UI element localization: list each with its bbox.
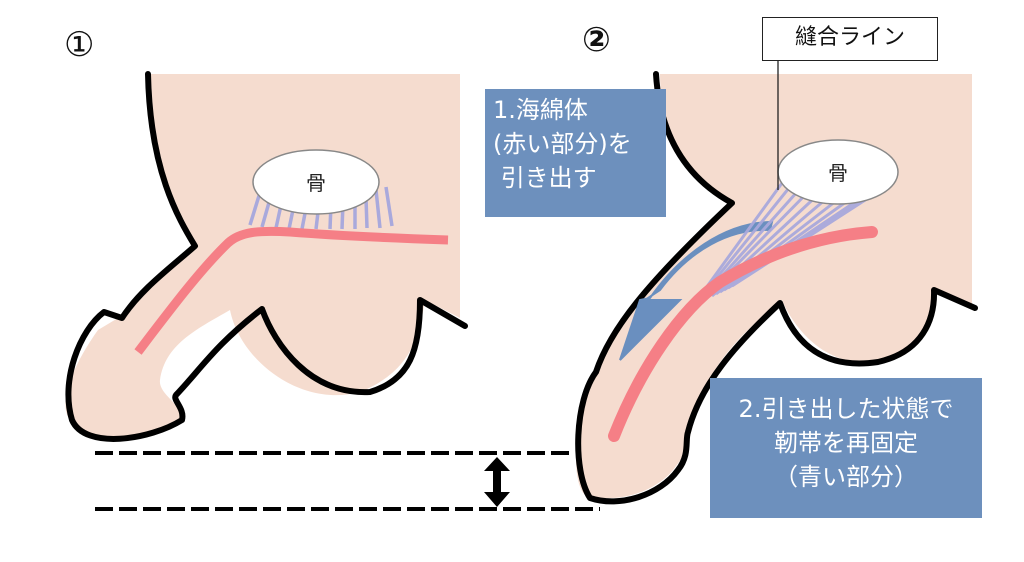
- length-comparison: [95, 451, 600, 511]
- panel-1-illustration: 骨: [65, 71, 468, 442]
- panel-2-illustration: 骨: [575, 61, 978, 505]
- step1-line-3: 引き出す: [493, 164, 597, 192]
- suture-line-label: 縫合ライン: [762, 17, 938, 61]
- step2-line-1: 2.引き出した状態で: [738, 395, 954, 423]
- panel-1-corpus: [134, 226, 449, 355]
- panel-2-corpus: [608, 226, 878, 442]
- panel-1-number: ①: [64, 25, 95, 65]
- panel-2-number: ②: [582, 20, 611, 60]
- step2-line-3: （青い部分）: [774, 463, 918, 491]
- step2-callout: 2.引き出した状態で 靭帯を再固定 （青い部分）: [710, 378, 982, 518]
- panel-1-bone: [252, 149, 380, 215]
- step2-line-2: 靭帯を再固定: [774, 429, 918, 457]
- step1-callout: 1.海綿体 (赤い部分)を 引き出す: [485, 89, 666, 217]
- panel-1-ligaments: [248, 185, 394, 230]
- step1-line-2: (赤い部分)を: [493, 130, 632, 158]
- double-arrow-icon: [484, 457, 510, 507]
- panel-2-outline: [575, 71, 978, 505]
- panel-1-bone-label: 骨: [306, 171, 326, 195]
- panel-1-outline: [65, 71, 468, 442]
- panel-1-body: [65, 74, 460, 439]
- panel-2-pull-arrow: [619, 220, 774, 361]
- step1-line-1: 1.海綿体: [493, 96, 588, 124]
- panel-2-bone-label: 骨: [828, 161, 848, 185]
